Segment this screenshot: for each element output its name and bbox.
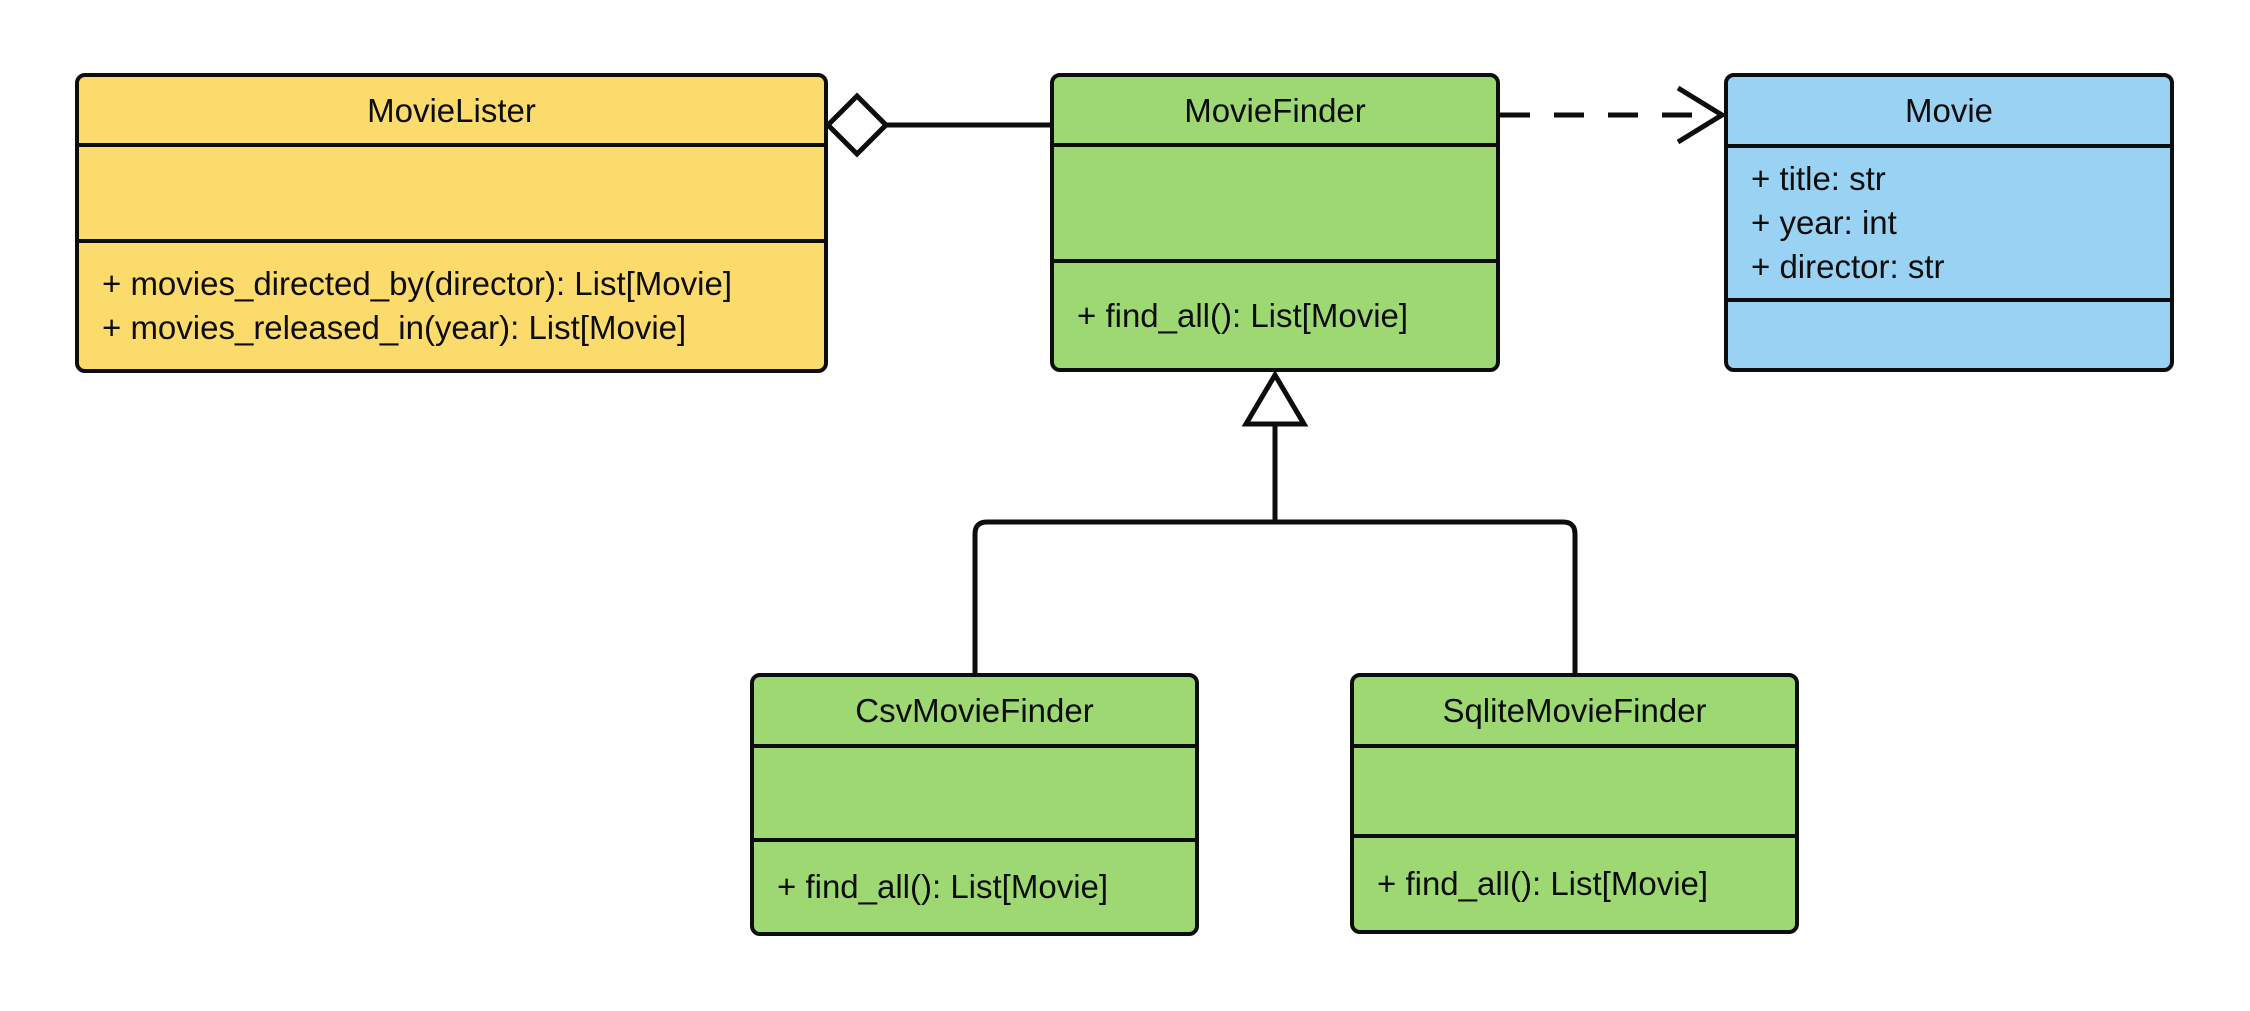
class-title: CsvMovieFinder — [855, 692, 1094, 729]
inheritance-triangle-icon — [1241, 370, 1309, 427]
method-text: + find_all(): List[Movie] — [1377, 865, 1709, 902]
dependency-connector-moviefinder-movie — [1500, 85, 1727, 145]
class-methods-section: + find_all(): List[Movie] — [754, 838, 1195, 932]
class-attributes-section — [79, 143, 824, 239]
class-methods-section — [1728, 298, 2170, 368]
class-attributes-section — [1054, 143, 1496, 259]
class-box-csvmoviefinder: CsvMovieFinder + find_all(): List[Movie] — [750, 673, 1199, 936]
dependency-arrowhead-icon — [1676, 85, 1727, 145]
class-attributes-section: + title: str + year: int + director: str — [1728, 144, 2170, 298]
attribute-text: + director: str — [1751, 248, 1945, 285]
class-box-moviefinder: MovieFinder + find_all(): List[Movie] — [1050, 73, 1500, 372]
attribute-text: + year: int — [1751, 204, 1897, 241]
class-box-sqlitemoviefinder: SqliteMovieFinder + find_all(): List[Mov… — [1350, 673, 1799, 934]
class-title: MovieFinder — [1184, 91, 1366, 129]
class-methods-section: + find_all(): List[Movie] — [1054, 259, 1496, 368]
class-attributes-section — [754, 744, 1195, 838]
method-text: + find_all(): List[Movie] — [777, 868, 1109, 905]
class-attributes-section — [1354, 744, 1795, 834]
method-text: + movies_released_in(year): List[Movie] — [102, 309, 687, 346]
class-box-movie: Movie + title: str + year: int + directo… — [1724, 73, 2174, 372]
class-methods-section: + movies_directed_by(director): List[Mov… — [79, 239, 824, 369]
inheritance-connector — [972, 370, 1578, 673]
class-title: Movie — [1904, 92, 1994, 129]
class-title: MovieLister — [367, 91, 536, 129]
method-text: + find_all(): List[Movie] — [1077, 296, 1409, 334]
class-box-movielister: MovieLister + movies_directed_by(directo… — [75, 73, 828, 373]
class-title: SqliteMovieFinder — [1442, 692, 1707, 729]
aggregation-connector-movielister-moviefinder — [824, 92, 1050, 158]
class-methods-section: + find_all(): List[Movie] — [1354, 834, 1795, 930]
method-text: + movies_directed_by(director): List[Mov… — [102, 265, 732, 302]
attribute-text: + title: str — [1751, 160, 1886, 197]
aggregation-diamond-icon — [824, 92, 890, 158]
inheritance-branch-lines — [972, 519, 1578, 673]
